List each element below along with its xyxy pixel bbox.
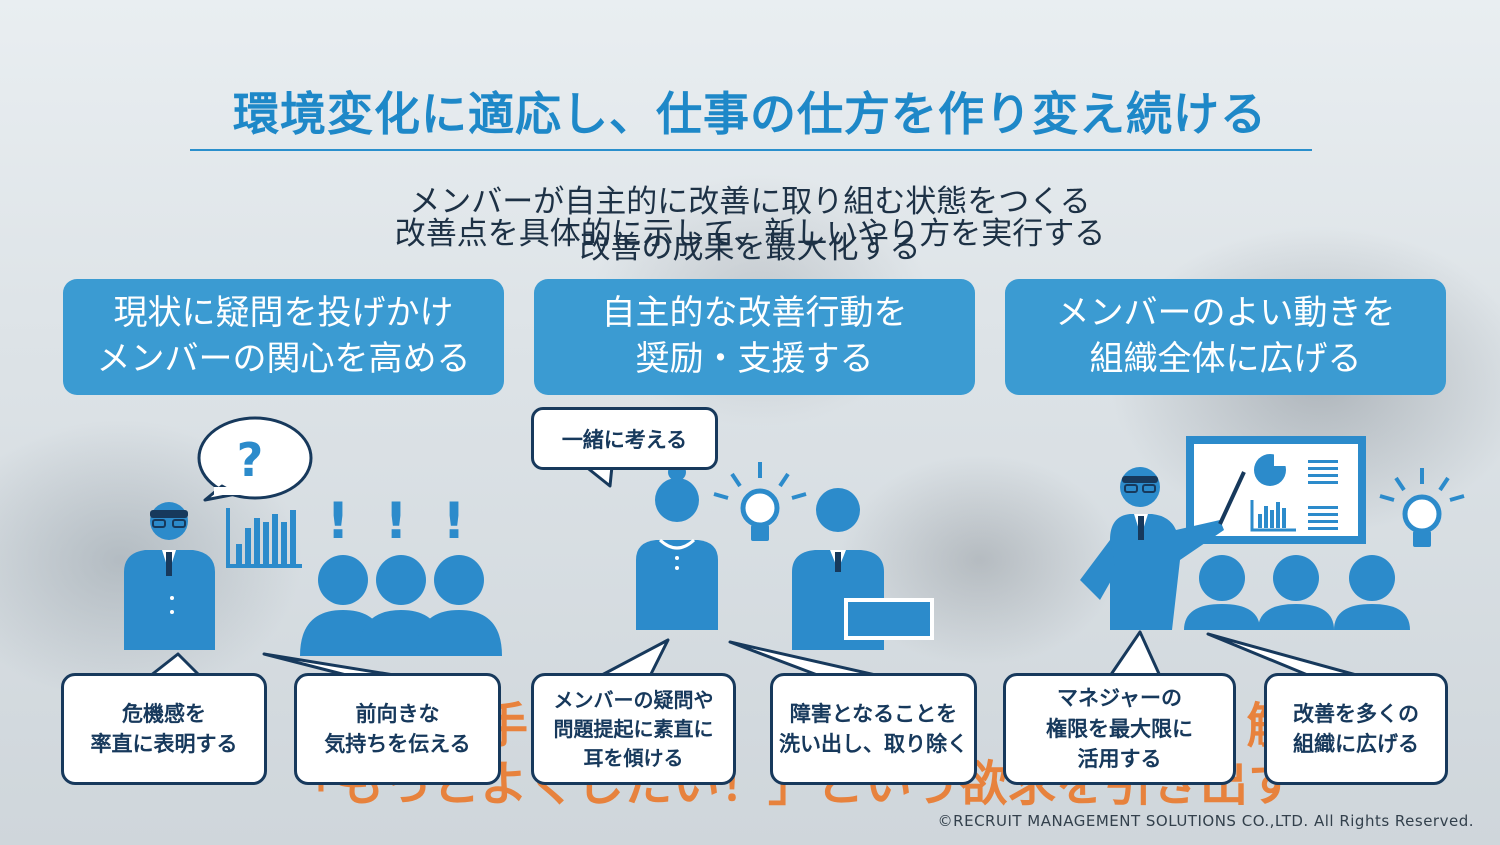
ghost-text-line2: 改善点を具体的に示して、新しいやり方を実行する: [394, 216, 1106, 252]
column-header-2-line2: 奨励・支援する: [635, 339, 874, 379]
callout-3-line2: 問題提起に素直に: [553, 716, 714, 741]
member-group-icon: [300, 555, 502, 656]
callout-positive-feelings: 前向きな 気持ちを伝える: [294, 673, 501, 785]
manager-with-glasses-icon: [124, 502, 215, 650]
callout-1-line1: 危機感を: [122, 701, 206, 726]
callout-6-line1: 改善を多くの: [1293, 701, 1419, 726]
thought-bubble-icon: ?: [197, 416, 313, 502]
question-mark-icon: ?: [237, 433, 264, 487]
callout-6-line2: 組織に広げる: [1293, 732, 1419, 756]
callout-5-line3: 活用する: [1077, 747, 1162, 772]
column-header-3: メンバーのよい動きを 組織全体に広げる: [1005, 279, 1446, 395]
callout-1-line2: 率直に表明する: [90, 732, 238, 756]
exclamation-icon-2: !: [385, 492, 408, 550]
column-header-2: 自主的な改善行動を 奨励・支援する: [534, 279, 975, 395]
audience-group-icon: [1184, 555, 1410, 630]
column-header-1: 現状に疑問を投げかけ メンバーの関心を高める: [63, 279, 504, 395]
speech-bubble-think-together: 一緒に考える: [531, 407, 718, 470]
column-header-1-line2: メンバーの関心を高める: [96, 339, 471, 379]
title-underline: [190, 149, 1312, 151]
callout-2-line1: 前向きな: [355, 701, 440, 726]
column-header-3-line1: メンバーのよい動きを: [1055, 293, 1396, 334]
slide-title: 環境変化に適応し、仕事の仕方を作り変え続ける: [233, 87, 1267, 141]
lightbulb-icon-right: [1379, 468, 1465, 547]
ghost-text-line3: 改善の成果を最大化する: [579, 230, 921, 266]
callout-tails: [149, 464, 1361, 678]
column-header-3-line2: 組織全体に広げる: [1089, 339, 1362, 379]
callout-4-line1: 障害となることを: [789, 701, 958, 726]
female-manager-icon: [636, 463, 718, 630]
callout-express-urgency: 危機感を 率直に表明する: [61, 673, 267, 785]
exclamation-icons: ! ! !: [327, 492, 466, 550]
callout-5-line1: マネジャーの: [1057, 686, 1182, 711]
callout-3-line3: 耳を傾ける: [583, 745, 684, 770]
column-header-2-line1: 自主的な改善行動を: [601, 293, 908, 334]
callout-spread-improvements: 改善を多くの 組織に広げる: [1264, 673, 1448, 785]
callout-remove-obstacles: 障害となることを 洗い出し、取り除く: [770, 673, 977, 785]
callout-listen-to-members: メンバーの疑問や 問題提起に素直に 耳を傾ける: [531, 673, 736, 785]
bar-chart-icon: [226, 508, 302, 568]
member-with-laptop-icon: [792, 488, 934, 650]
ghost-text-line1: メンバーが自主的に改善に取り組む状態をつくる: [409, 184, 1091, 220]
callout-4-line2: 洗い出し、取り除く: [779, 732, 968, 756]
lightbulb-icon: [713, 462, 807, 541]
callout-5-line2: 権限を最大限に: [1046, 716, 1193, 741]
exclamation-icon-3: !: [443, 492, 466, 550]
callout-use-authority: マネジャーの 権限を最大限に 活用する: [1003, 673, 1236, 785]
copyright-notice: ©RECRUIT MANAGEMENT SOLUTIONS CO.,LTD. A…: [937, 812, 1474, 830]
presenter-icon: [1080, 467, 1246, 630]
exclamation-icon-1: !: [327, 492, 350, 550]
callout-2-line2: 気持ちを伝える: [324, 732, 471, 756]
callout-3-line1: メンバーの疑問や: [553, 687, 714, 712]
column-header-1-line1: 現状に疑問を投げかけ: [113, 293, 454, 334]
